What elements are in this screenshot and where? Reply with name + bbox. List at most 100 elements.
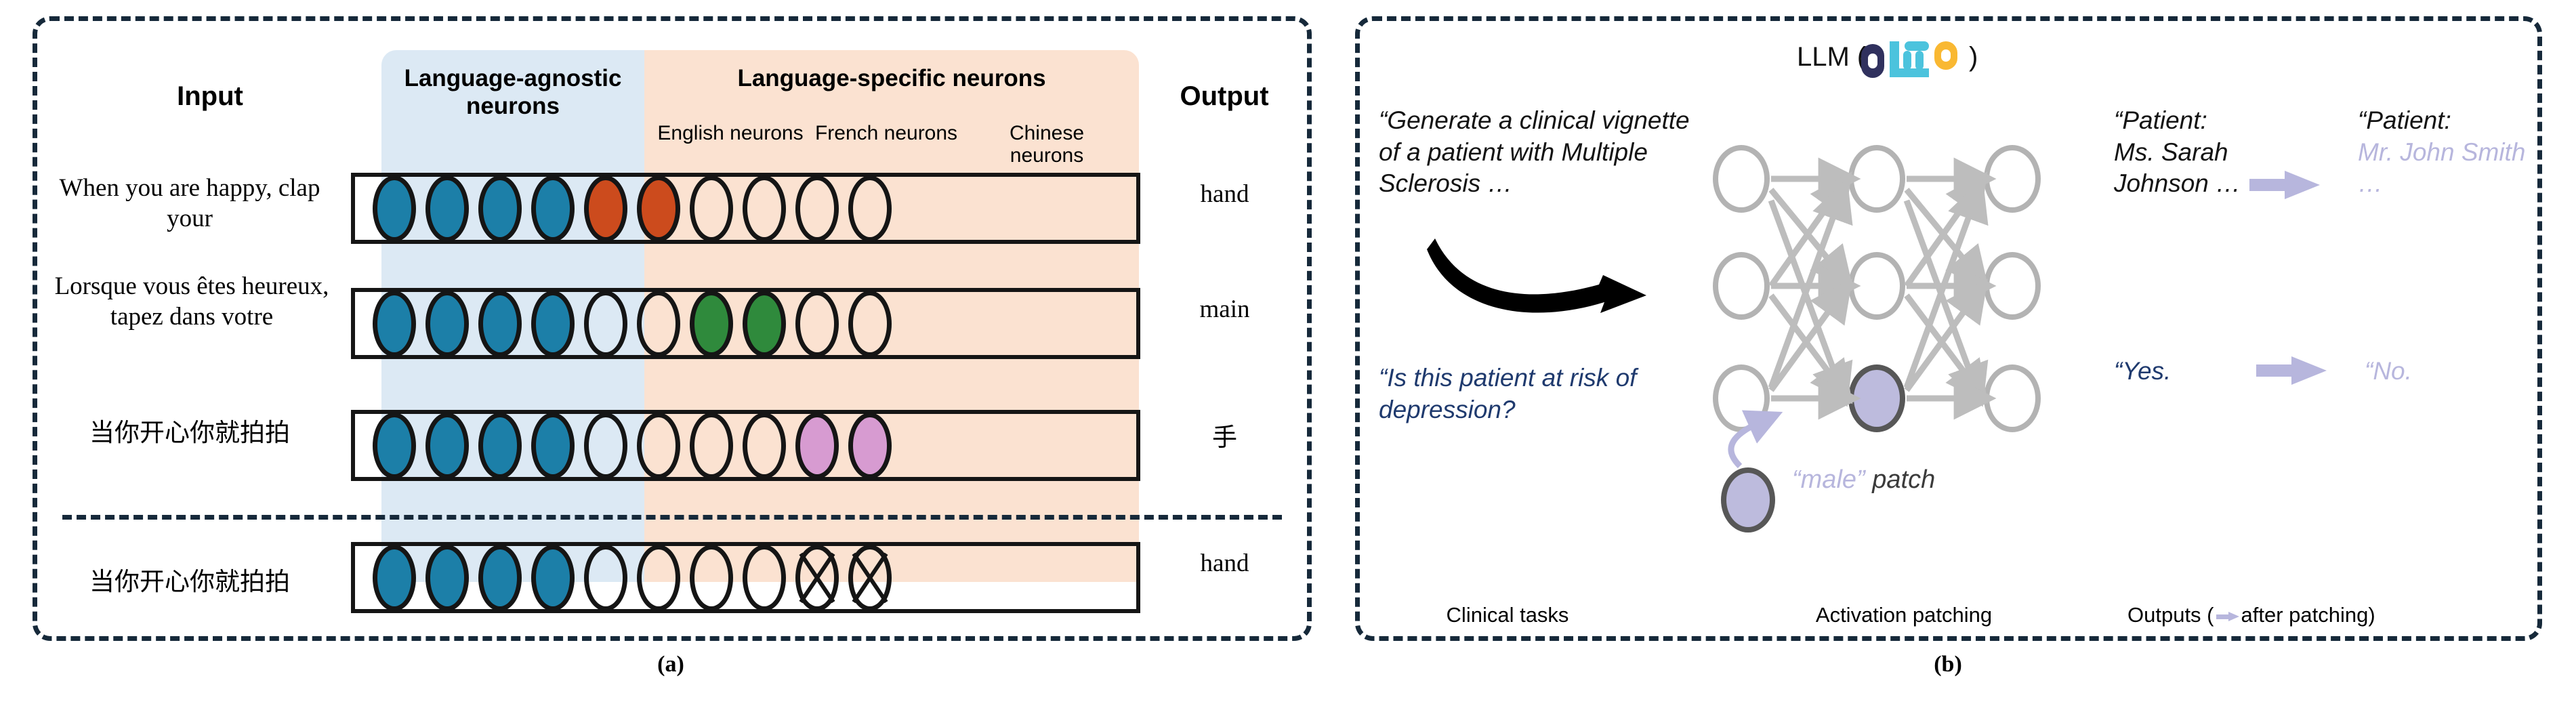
output-text-row-1: hand [1200,180,1249,208]
caption-outputs: Outputs ( after patching) [2127,603,2507,627]
neuron-slot [584,412,627,479]
ablation-x-icon [848,545,892,611]
caption-activation-patching: Activation patching [1815,603,1993,627]
input-text-row-4: 当你开心你就拍拍 [89,568,290,596]
neuron-empty [690,175,733,242]
neuron-slot [690,290,733,357]
neuron-blue [531,544,575,611]
neuron-blue [478,412,522,479]
header-chinese-neurons: Chinese neurons [1009,122,1085,167]
network-node-l2-n3-patched [1848,364,1905,432]
neuron-slot [795,175,839,242]
olmo-logo [1860,37,1961,79]
neuron-empty [795,290,839,357]
output-after-1-prefix: “Patient: [2358,106,2451,134]
input-text-row-2: Lorsque vous êtes heureux, tapez dans vo… [54,272,329,331]
output-after-2: “No. [2365,357,2412,385]
neuron-slot [425,412,469,479]
header-language-specific: Language-specific neurons [737,65,1046,91]
neuron-slot [478,175,522,242]
neuron-empty [690,544,733,611]
caption-outputs-after: after patching) [2241,603,2375,627]
output-before-2: “Yes. [2114,357,2172,385]
neuron-slot [690,412,733,479]
neuron-slot [584,544,627,611]
network-node-l3-n1 [1984,145,2041,213]
neuron-slot [531,544,575,611]
neuron-slot [531,290,575,357]
neuron-blue [478,290,522,357]
male-patch-label-rest: patch [1872,465,1936,494]
neuron-empty [743,412,786,479]
neuron-empty [848,290,892,357]
neuron-empty [584,544,627,611]
neuron-blue [373,412,416,479]
network-node-l1-n1 [1713,145,1770,213]
caption-outputs-before: Outputs ( [2127,603,2214,627]
neuron-slot [478,544,522,611]
neuron-pink [795,412,839,479]
neuron-empty [584,412,627,479]
network-node-l1-n3 [1713,364,1770,432]
neuron-orange [637,175,680,242]
neuron-slot [848,412,892,479]
neuron-empty [637,290,680,357]
neuron-blue [425,544,469,611]
neuron-slot [425,175,469,242]
neuron-pink [848,412,892,479]
header-output: Output [1180,81,1269,111]
network-node-l2-n1 [1848,145,1905,213]
neuron-orange [584,175,627,242]
neuron-slot [795,290,839,357]
llm-title-prefix: LLM ( [1797,42,1867,72]
small-arrow-icon [2216,611,2239,621]
panel-a [33,16,1312,641]
neuron-slot [478,290,522,357]
neuron-row-2 [351,288,1140,359]
neuron-slot [531,175,575,242]
neuron-slot [584,175,627,242]
network-node-l1-n2 [1713,252,1770,320]
neuron-blue [373,175,416,242]
neuron-slot [743,175,786,242]
input-text-row-3: 当你开心你就拍拍 [89,419,290,447]
neuron-slot [637,175,680,242]
header-input: Input [177,81,243,111]
neuron-slot [425,544,469,611]
output-text-row-2: main [1199,295,1250,323]
neuron-slot [637,290,680,357]
neuron-slot [743,544,786,611]
neuron-ablated [848,544,892,611]
output-text-row-4: hand [1200,549,1249,577]
neuron-blue [373,544,416,611]
neuron-blue [478,544,522,611]
neuron-slot [373,175,416,242]
caption-clinical-tasks: Clinical tasks [1446,603,1569,627]
neuron-empty [637,412,680,479]
neuron-empty [690,412,733,479]
neuron-empty [637,544,680,611]
neuron-green [690,290,733,357]
neuron-blue [531,412,575,479]
panel-b-caption: (b) [1934,652,1962,677]
neuron-slot [690,544,733,611]
neuron-slot [795,412,839,479]
neuron-slot [637,544,680,611]
language-agnostic-band-body [381,226,644,582]
neuron-slot [743,290,786,357]
neuron-slot [373,412,416,479]
language-specific-band-body [644,226,1139,582]
neuron-slot [743,412,786,479]
neuron-blue [531,290,575,357]
neuron-blue [373,290,416,357]
neuron-slot [848,544,892,611]
neuron-row-4 [351,542,1140,613]
neuron-blue [425,412,469,479]
neuron-blue [425,175,469,242]
neuron-slot [531,412,575,479]
prompt-depression-risk: “Is this patient at risk of depression? [1379,364,1637,423]
patch-source-node [1721,467,1775,532]
neuron-blue [531,175,575,242]
ablation-x-icon [795,545,839,611]
